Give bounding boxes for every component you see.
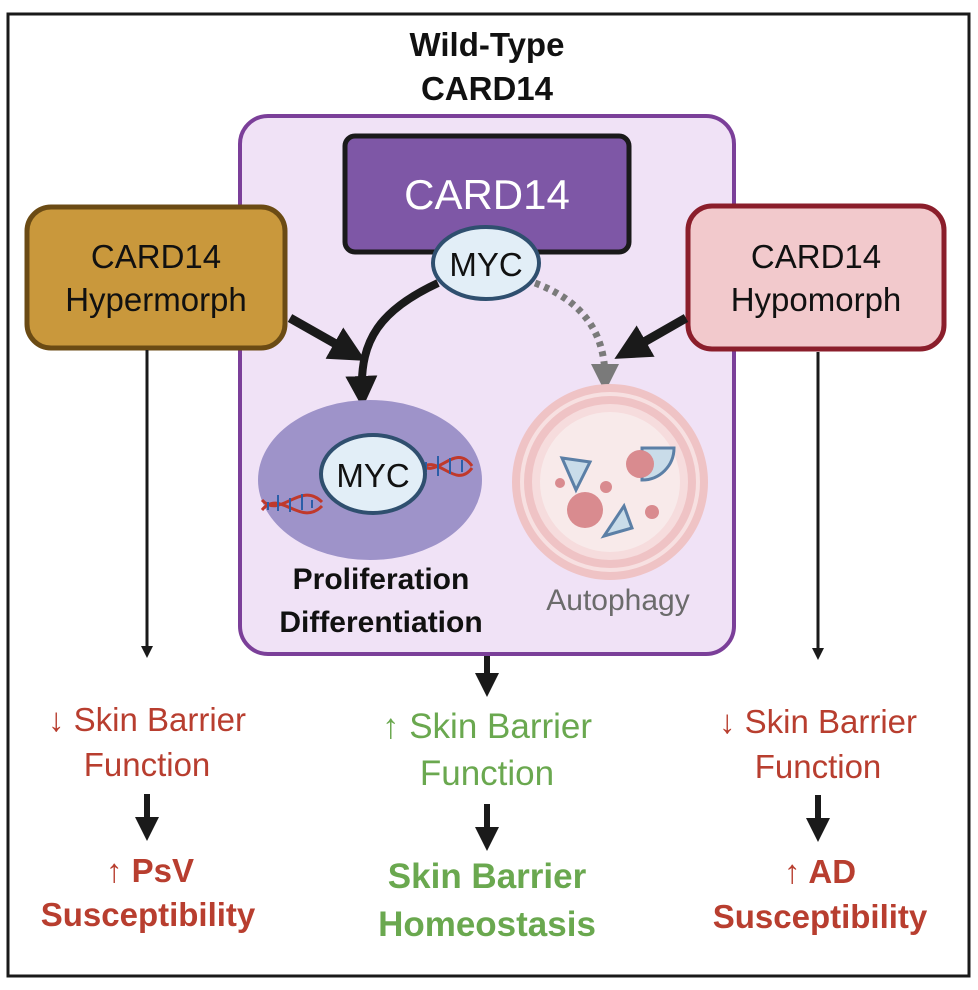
right-result-line-1: ↑ AD (784, 853, 856, 890)
hypermorph-box (24, 204, 288, 351)
hypomorph-line-1: CARD14 (751, 238, 881, 275)
autophagy-label: Autophagy (546, 584, 689, 617)
title-line-1: Wild-Type (410, 26, 565, 63)
autophagosome-icon (512, 384, 708, 580)
hypomorph-box (685, 203, 947, 352)
title-line-2: CARD14 (421, 70, 554, 107)
myc-to-autophagy-dashed-arrow (533, 279, 619, 392)
myc-to-nucleus-arrow (345, 279, 440, 408)
myc-top-label: MYC (449, 246, 522, 283)
hypermorph-to-nucleus-arrow (287, 314, 366, 361)
left-barrier-line-1: ↓ Skin Barrier (48, 701, 246, 738)
center-barrier-line-2: Function (420, 754, 554, 793)
right-barrier-line-2: Function (755, 748, 882, 785)
left-result-line-2: Susceptibility (41, 896, 256, 933)
myc-nucleus-ellipse (319, 433, 427, 515)
myc-top-ellipse (431, 225, 541, 301)
left-result-line-1: ↑ PsV (106, 852, 194, 889)
hypermorph-line-2: Hypermorph (65, 281, 247, 318)
myc-nucleus-label: MYC (336, 457, 409, 494)
differentiation-label: Differentiation (279, 606, 482, 639)
center-result-line-1: Skin Barrier (388, 857, 587, 896)
proliferation-label: Proliferation (293, 563, 470, 596)
left-barrier-line-2: Function (84, 746, 211, 783)
hypomorph-line-2: Hypomorph (731, 281, 902, 318)
hypomorph-to-autophagy-arrow (614, 314, 689, 359)
hypermorph-line-1: CARD14 (91, 238, 221, 275)
right-result-line-2: Susceptibility (713, 898, 928, 935)
center-barrier-line-1: ↑ Skin Barrier (382, 707, 592, 746)
right-barrier-line-1: ↓ Skin Barrier (719, 703, 917, 740)
center-result-line-2: Homeostasis (378, 905, 596, 944)
card14-protein-label: CARD14 (404, 171, 570, 218)
